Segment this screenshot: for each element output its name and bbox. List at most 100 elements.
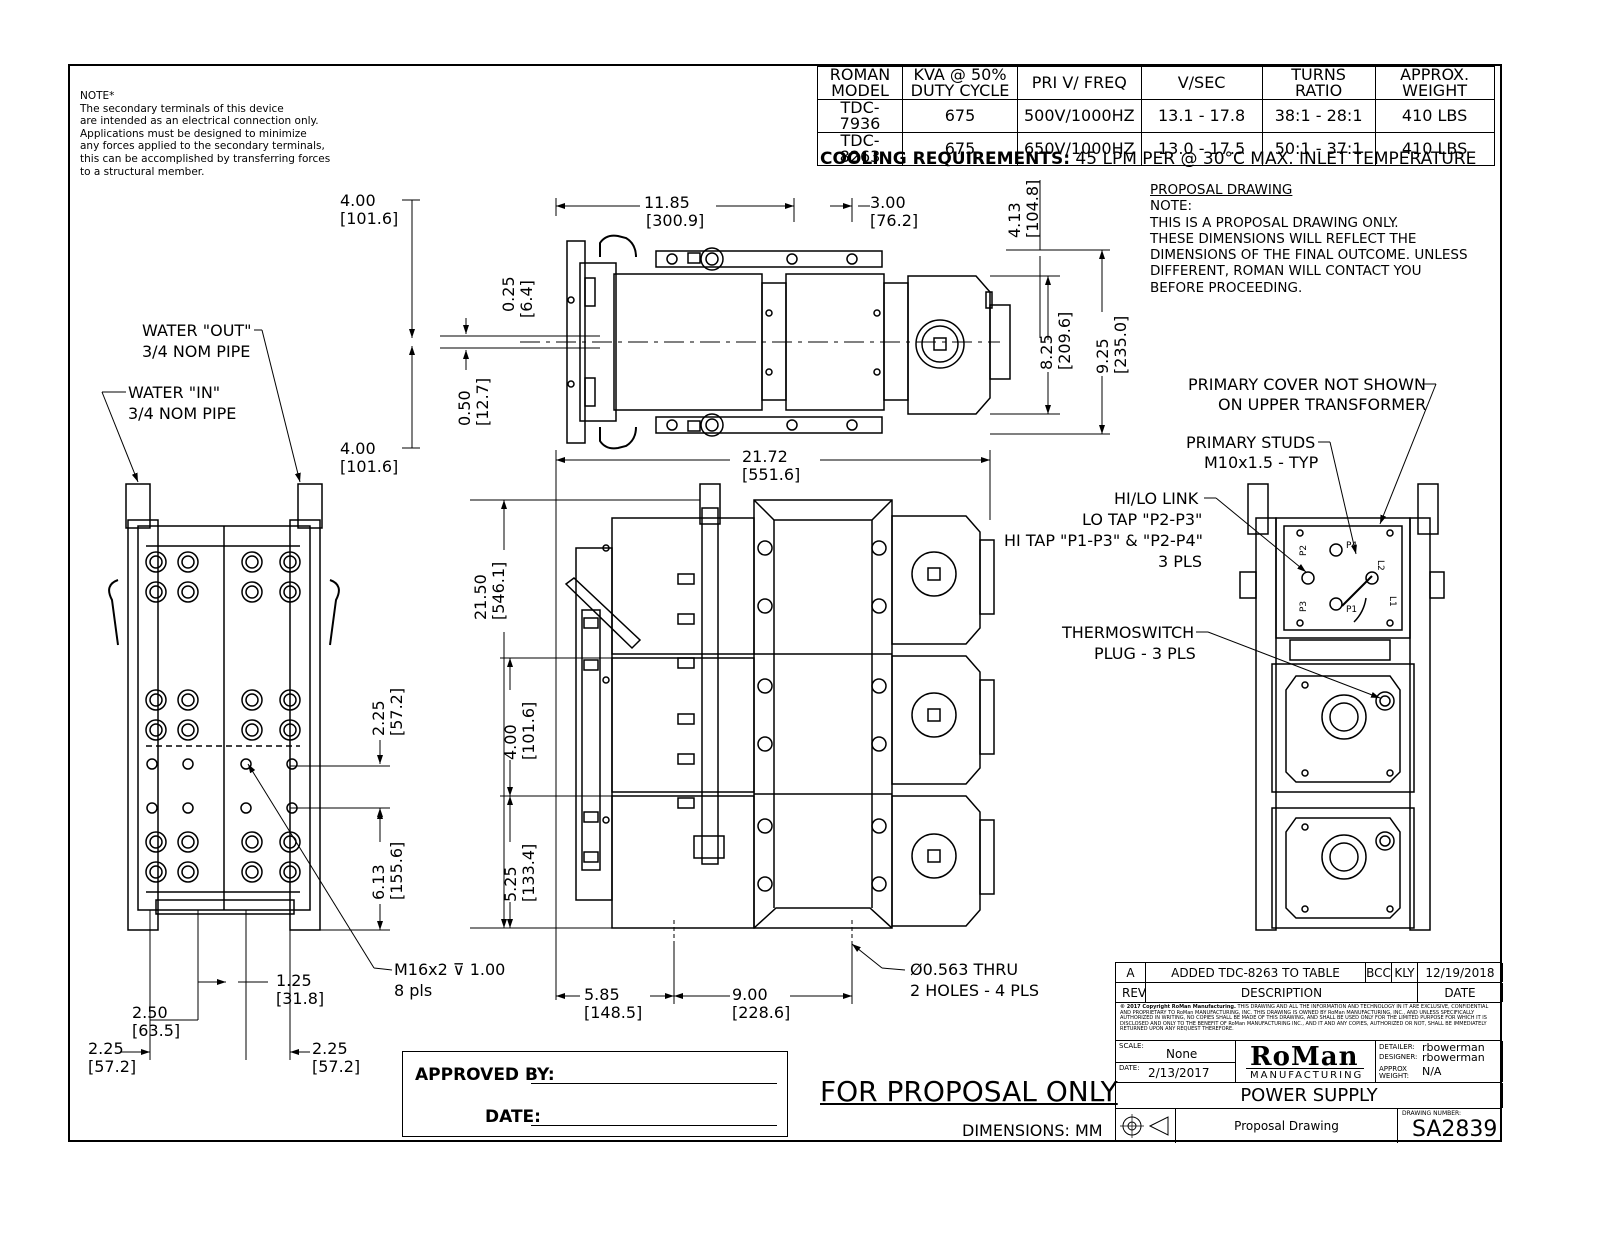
subtitle-row: Proposal Drawing DRAWING NUMBER: SA2839 xyxy=(1116,1109,1502,1143)
tapped-hole xyxy=(240,802,252,814)
dim-text: 0.25 xyxy=(499,276,518,312)
top-view-primary-boss xyxy=(915,319,965,369)
scale-logo-row: SCALE: None DATE: 2/13/2017 RoMan MANUFA… xyxy=(1116,1041,1503,1083)
terminal-markings: P2 P4 P3 P1 L2 L1 xyxy=(1299,541,1397,615)
date-header: DATE xyxy=(1418,983,1503,1002)
table-cell: 675 xyxy=(902,132,1018,166)
note-line: this can be accomplished by transferring… xyxy=(80,152,331,165)
table-cell: 38:1 - 28:1 xyxy=(1261,99,1376,133)
dim-text: 2.25 xyxy=(312,1039,348,1058)
tapped-hole xyxy=(240,758,252,770)
dim-text: [31.8] xyxy=(276,989,324,1008)
front-view-manifold xyxy=(575,547,613,901)
secondary-terminal-bolt xyxy=(177,689,199,711)
front-view-primary-3 xyxy=(891,795,981,927)
hilo-link-label: HI TAP "P1-P3" & "P2-P4" xyxy=(1004,531,1203,550)
water-out-label: WATER "OUT" xyxy=(142,321,252,340)
front-view-dimension-lines xyxy=(470,450,991,1004)
detailer-cell: DETAILER: rbowerman DESIGNER: rbowerman … xyxy=(1376,1041,1503,1082)
secondary-terminal-bolt xyxy=(279,689,301,711)
vertical-dimension-text: 4.13[104.8] 0.25[6.4] 0.50[12.7] 8.25[20… xyxy=(369,180,1130,902)
secondary-terminal-bolt xyxy=(145,861,167,883)
dim-text: [104.8] xyxy=(1023,180,1042,238)
note-line: to a structural member. xyxy=(80,165,205,178)
secondary-terminal-bolt xyxy=(279,551,301,573)
secondary-terminal-bolt xyxy=(177,719,199,741)
front-view-primary-1 xyxy=(891,515,981,645)
terminal-label: L2 xyxy=(1375,560,1385,571)
secondary-terminal-bolt xyxy=(177,551,199,573)
drawing-number-label: DRAWING NUMBER: xyxy=(1402,1110,1462,1117)
approved-by-label: APPROVED BY: xyxy=(415,1065,555,1085)
hilo-link-label: 3 PLS xyxy=(1158,552,1202,571)
header-kva: KVA @ 50%DUTY CYCLE xyxy=(902,66,1018,100)
dim-text: [12.7] xyxy=(473,378,492,426)
thru-hole-label: 2 HOLES - 4 PLS xyxy=(910,981,1039,1000)
drawing-title: POWER SUPPLY xyxy=(1116,1083,1503,1108)
scale-label: SCALE: xyxy=(1119,1042,1144,1050)
dim-text: 4.00 xyxy=(340,439,376,458)
dim-text: [101.6] xyxy=(340,457,398,476)
hilo-link-label: HI/LO LINK xyxy=(1114,489,1199,508)
note-line: any forces applied to the secondary term… xyxy=(80,140,325,153)
note-line: Applications must be designed to minimiz… xyxy=(80,127,307,140)
dim-text: 0.50 xyxy=(455,390,474,426)
hilo-link-label: LO TAP "P2-P3" xyxy=(1082,510,1202,529)
tapped-hole-label: 8 pls xyxy=(394,981,432,1000)
secondary-terminal-bolt xyxy=(241,551,263,573)
dim-text: 11.85 xyxy=(644,193,690,212)
dim-text: 2.25 xyxy=(369,700,388,736)
rev-description: ADDED TDC-8263 TO TABLE xyxy=(1146,963,1366,982)
approval-date-line[interactable] xyxy=(531,1125,777,1126)
table-cell: 13.1 - 17.8 xyxy=(1140,99,1263,133)
note-line: are intended as an electrical connection… xyxy=(80,115,319,128)
table-cell: TDC-7936 xyxy=(817,99,903,133)
primary-studs-label: M10x1.5 - TYP xyxy=(1204,453,1319,472)
tapped-hole xyxy=(182,758,194,770)
right-view-leader-lines xyxy=(1196,383,1437,699)
proposal-drawing-note: PROPOSAL DRAWING NOTE: THIS IS A PROPOSA… xyxy=(1150,182,1490,296)
title-block: A ADDED TDC-8263 TO TABLE BCC KLY 12/19/… xyxy=(1115,962,1503,1143)
dim-text: [101.6] xyxy=(340,209,398,228)
dim-text: [6.4] xyxy=(517,280,536,318)
front-view-coil-2 xyxy=(611,657,755,793)
table-cell: 410 LBS xyxy=(1374,132,1495,166)
approved-by-signature-line[interactable] xyxy=(531,1083,777,1084)
copyright-notice: © 2017 Copyright RoMan Manufacturing. TH… xyxy=(1120,1004,1489,1033)
copyright-row: © 2017 Copyright RoMan Manufacturing. TH… xyxy=(1116,1003,1502,1041)
note-title: NOTE* xyxy=(80,90,115,102)
front-view-pipe xyxy=(701,507,719,865)
dim-text: 2.50 xyxy=(132,1003,168,1022)
third-angle-projection-icon xyxy=(1119,1114,1168,1138)
front-view-coil-3 xyxy=(611,795,755,929)
secondary-terminal-bolt xyxy=(145,689,167,711)
revision-row: A ADDED TDC-8263 TO TABLE BCC KLY 12/19/… xyxy=(1116,963,1503,983)
scale-value: None xyxy=(1166,1047,1198,1061)
terminal-label: P3 xyxy=(1299,601,1309,612)
drawing-number-cell: DRAWING NUMBER: SA2839 xyxy=(1398,1109,1503,1143)
top-view-handle-top xyxy=(599,234,637,258)
proposal-note-title: PROPOSAL DRAWING xyxy=(1150,182,1293,198)
thru-hole-label: Ø0.563 THRU xyxy=(910,960,1018,979)
top-view-primary-cover xyxy=(907,275,991,415)
secondary-terminal-bolt xyxy=(241,689,263,711)
dim-text: 21.72 xyxy=(742,447,788,466)
secondary-terminal-bolt xyxy=(177,831,199,853)
top-view-manifold xyxy=(579,262,617,422)
dim-text: [551.6] xyxy=(742,465,800,484)
dim-text: [76.2] xyxy=(870,211,918,230)
primary-cover-label: PRIMARY COVER NOT SHOWN xyxy=(1188,375,1426,394)
scale-date-cell: SCALE: None DATE: 2/13/2017 xyxy=(1116,1041,1236,1082)
projection-symbol xyxy=(1116,1109,1176,1143)
dim-text: 2.25 xyxy=(88,1039,124,1058)
table-row: TDC-8263 675 650V/1000HZ 13.0 - 17.5 50:… xyxy=(817,132,1495,166)
manufacturing-text: MANUFACTURING xyxy=(1250,1070,1364,1081)
dim-text: 1.25 xyxy=(276,971,312,990)
proposal-note-line: NOTE: xyxy=(1150,198,1193,215)
left-view-dimension-lines xyxy=(101,329,393,1060)
dim-text: 9.00 xyxy=(732,985,768,1004)
table-cell: 13.0 - 17.5 xyxy=(1140,132,1263,166)
header-v-sec: V/SEC xyxy=(1140,66,1263,100)
right-view-primary-cover-2 xyxy=(1271,807,1415,929)
